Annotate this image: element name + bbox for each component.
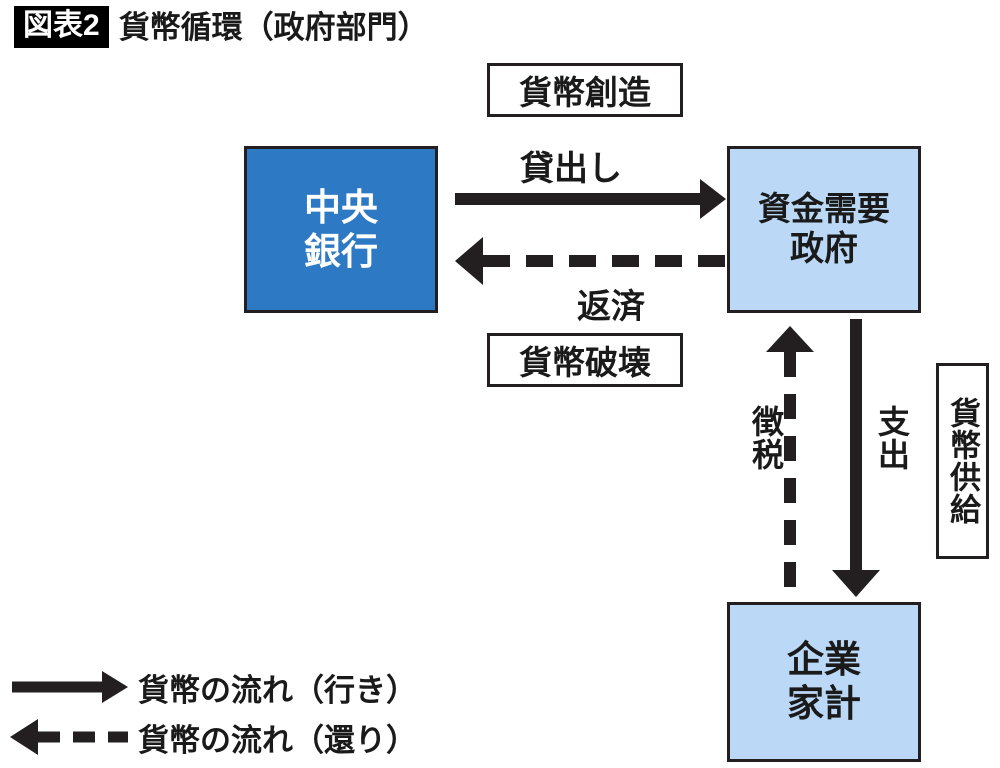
edge-label-spending: 支出 [874, 405, 910, 471]
legend-item-return: 貨幣の流れ（還り） [10, 712, 470, 762]
node-government-line1: 資金需要 [758, 189, 890, 227]
legend: 貨幣の流れ（行き） 貨幣の流れ（還り） [10, 662, 470, 762]
callout-money-creation-label: 貨幣創造 [519, 74, 651, 111]
dashed-left-arrow-icon [10, 719, 128, 755]
node-central-bank-line1: 中央 [304, 186, 378, 228]
solid-right-arrow-icon [12, 671, 128, 703]
edge-label-repayment: 返済 [577, 288, 645, 326]
edge-label-lending: 貸出し [520, 150, 622, 188]
node-firms-households-line1: 企業 [787, 639, 861, 681]
figure-title-text: 貨幣循環（政府部門） [118, 9, 429, 45]
legend-label-outflow: 貨幣の流れ（行き） [138, 672, 417, 708]
node-central-bank: 中央 銀行 [244, 146, 438, 313]
legend-item-outflow: 貨幣の流れ（行き） [10, 662, 470, 712]
callout-money-supply-label: 貨幣供給 [945, 397, 980, 525]
callout-money-creation: 貨幣創造 [487, 63, 683, 117]
node-firms-households-line2: 家計 [787, 683, 861, 724]
callout-money-destruction-label: 貨幣破壊 [519, 344, 651, 381]
figure-number-tag: 図表2 [14, 6, 109, 48]
legend-label-return: 貨幣の流れ（還り） [138, 722, 417, 758]
callout-money-supply: 貨幣供給 [936, 363, 989, 559]
edge-repayment-arrow [455, 237, 726, 285]
node-firms-households: 企業 家計 [727, 602, 921, 762]
node-central-bank-line2: 銀行 [304, 230, 378, 272]
node-government-line2: 政府 [790, 229, 858, 268]
callout-money-destruction: 貨幣破壊 [487, 333, 683, 387]
page-title: 図表2 貨幣循環（政府部門） [14, 6, 429, 48]
edge-label-taxation: 徴税 [748, 405, 784, 471]
node-government: 資金需要 政府 [727, 146, 921, 313]
